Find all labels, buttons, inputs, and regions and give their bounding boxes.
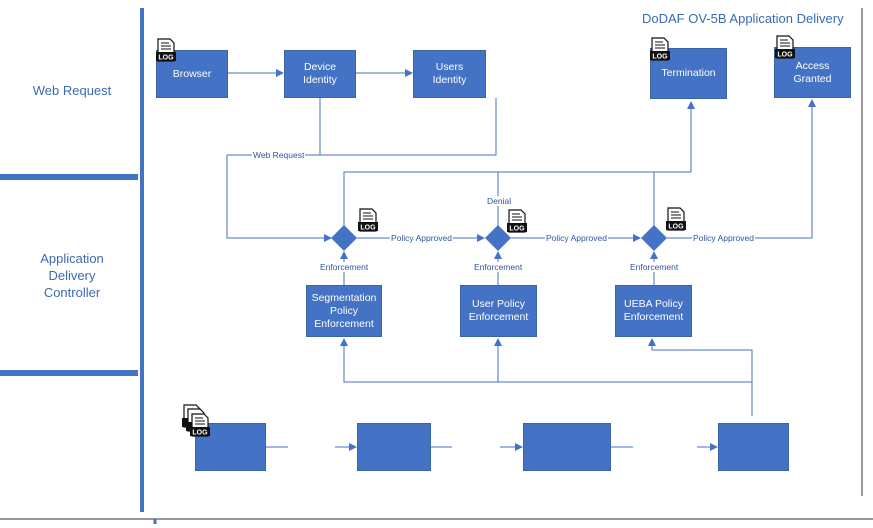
log-icon-text: LOG (777, 52, 793, 59)
log-stack-icon: LOG (182, 404, 210, 437)
log-icon-text: LOG (509, 226, 525, 233)
edge-users-webrequest (320, 98, 497, 156)
log-icon: LOG (650, 37, 670, 61)
log-icon: LOG (775, 35, 795, 59)
edge-webrequest-diamond1 (226, 155, 332, 242)
bottom-process-box-4 (718, 423, 789, 471)
log-icon-text: LOG (652, 54, 668, 61)
edge-label-enforcement-2: Enforcement (473, 262, 524, 272)
bottom-process-box-2 (357, 423, 431, 471)
node-segmentation-policy: Segmentation Policy Enforcement (306, 285, 382, 337)
decision-diamond-1 (331, 225, 357, 251)
lane-label-adc: Application Delivery Controller (40, 251, 104, 300)
edge-denial-bus (343, 171, 655, 227)
edge-bus-ueba (648, 338, 753, 416)
log-icon-text: LOG (192, 430, 208, 437)
log-icon: LOG (666, 207, 686, 231)
lane-label-web-request: Web Request (32, 83, 112, 98)
edge-label-policy-approved-2: Policy Approved (545, 233, 608, 243)
log-icon: LOG (358, 208, 378, 232)
edge-label-policy-approved-3: Policy Approved (692, 233, 755, 243)
node-device-identity: Device Identity (284, 50, 356, 98)
decision-diamond-2 (485, 225, 511, 251)
edge-label-enforcement-3: Enforcement (629, 262, 680, 272)
node-ueba-policy: UEBA Policy Enforcement (615, 285, 692, 337)
log-icon-text: LOG (158, 55, 174, 62)
node-users-identity: Users Identity (413, 50, 486, 98)
log-icon-text: LOG (360, 225, 376, 232)
diagram-title: DoDAF OV-5B Application Delivery (642, 11, 844, 26)
edge-label-enforcement-1: Enforcement (319, 262, 370, 272)
edge-label-web-request: Web Request (252, 150, 306, 160)
bottom-process-box-3 (523, 423, 611, 471)
edge-device-webrequest (227, 98, 321, 156)
decision-diamond-3 (641, 225, 667, 251)
edge-label-denial: Denial (486, 196, 513, 206)
edge-d3-access (667, 99, 816, 239)
log-icon-text: LOG (668, 224, 684, 231)
log-icon: LOG (156, 38, 176, 62)
edge-denial-termination (654, 101, 695, 173)
node-browser: Browser (156, 50, 228, 98)
edge-label-policy-approved-1: Policy Approved (390, 233, 453, 243)
node-user-policy: User Policy Enforcement (460, 285, 537, 337)
edge-bus-seg (340, 338, 752, 383)
log-icon: LOG (507, 209, 527, 233)
